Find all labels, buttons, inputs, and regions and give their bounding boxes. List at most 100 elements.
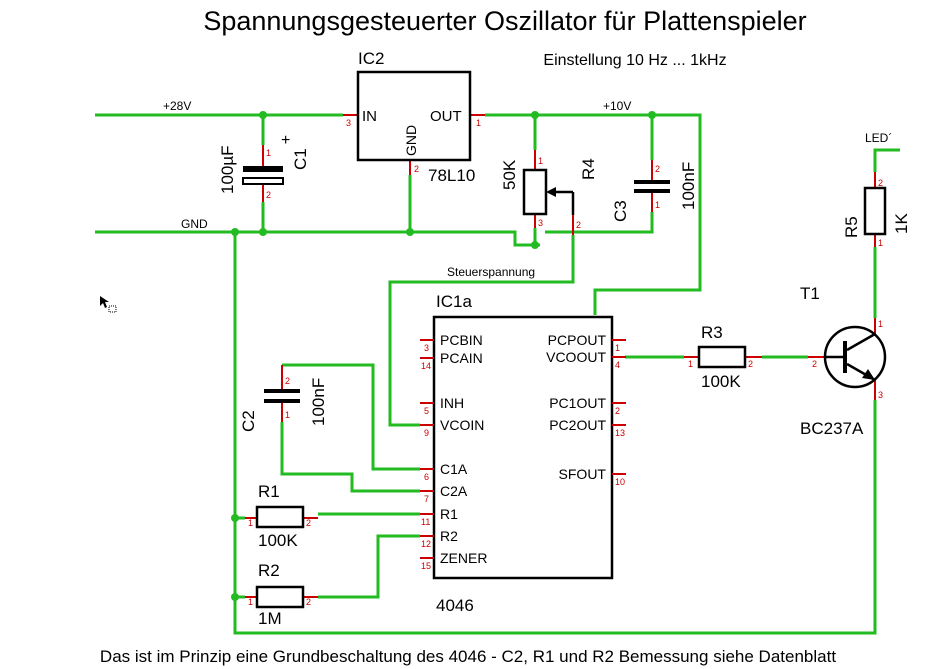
- ic1-pin-label: VCOIN: [440, 417, 484, 433]
- r5-pin-num: 2: [878, 178, 883, 188]
- c1-pin-num: 2: [266, 190, 271, 200]
- ic1-pin-num: 2: [615, 406, 620, 416]
- ic2-gnd-label: GND: [403, 125, 419, 156]
- ic1-pin-label: R1: [440, 506, 458, 522]
- junction: [231, 593, 239, 601]
- ic1-pin-num: 9: [424, 428, 429, 438]
- c3-plate: [634, 189, 670, 193]
- c3-capacitor: C3 100nF 2 1: [611, 160, 698, 222]
- r2-body: [255, 585, 305, 609]
- mouse-cursor-icon: [100, 296, 117, 313]
- t1-pin-num: 2: [812, 359, 817, 369]
- c1-plate: [243, 166, 283, 172]
- ic1-pin-pc2out: PC2OUT 13: [549, 417, 626, 438]
- c3-pin-num: 2: [655, 164, 660, 174]
- r3-pin-num: 1: [688, 359, 693, 369]
- r2-value: 1M: [258, 609, 282, 628]
- ic1-pin-num: 5: [424, 406, 429, 416]
- ic1-pin-sfout: SFOUT 10: [559, 466, 626, 487]
- r1-pin-num: 1: [248, 518, 253, 528]
- net-label-led: LED´: [865, 131, 892, 145]
- t1-ref: T1: [800, 284, 820, 303]
- wire-c3-bottom: [545, 212, 654, 234]
- r4-body: [522, 168, 548, 216]
- r1-value: 100K: [258, 531, 298, 550]
- ic1-pin-label: VCOOUT: [546, 349, 606, 365]
- ic1-pin-inh: INH 5: [420, 395, 464, 416]
- ic1-pin-c1a: C1A 6: [420, 461, 468, 482]
- ic1-pin-r2: R2 12: [420, 528, 458, 549]
- c3-pin-num: 1: [655, 200, 660, 210]
- c2-plate: [264, 399, 300, 403]
- footer-note: Das ist im Prinzip eine Grundbeschaltung…: [100, 647, 836, 666]
- ic2-regulator: IC2 IN OUT GND 78L10 3 1 2: [343, 49, 485, 185]
- junction: [231, 514, 239, 522]
- t1-transistor: T1 BC237A 2 1 3: [800, 284, 887, 438]
- ic1-pin-label: PCPOUT: [548, 332, 607, 348]
- ic1-pin-num: 6: [424, 472, 429, 482]
- c3-plate: [634, 180, 670, 184]
- c2-ref: C2: [239, 410, 258, 432]
- r3-ref: R3: [701, 323, 723, 342]
- ic1-pin-label: PC2OUT: [549, 417, 606, 433]
- ic2-type: 78L10: [428, 166, 475, 185]
- ic1-pin-num: 14: [421, 361, 431, 371]
- r4-pin-num: 1: [538, 156, 543, 166]
- r1-pin-num: 2: [306, 518, 311, 528]
- r1-ref: R1: [258, 482, 280, 501]
- t1-type: BC237A: [800, 419, 864, 438]
- wire-r2-right: [318, 534, 420, 599]
- r5-value: 1K: [892, 213, 911, 234]
- r3-pin-num: 2: [748, 359, 753, 369]
- ic1-pin-label: R2: [440, 528, 458, 544]
- wires: [95, 113, 900, 635]
- r5-ref: R5: [842, 216, 861, 238]
- r1-resistor: R1 100K 1 2: [245, 482, 318, 550]
- r3-body: [697, 345, 747, 369]
- ic1-pin-num: 7: [424, 494, 429, 504]
- ic1-pin-c2a: C2A 7: [420, 483, 468, 504]
- wire-10v: [485, 113, 702, 315]
- c2-capacitor: C2 100nF 2 1: [239, 365, 328, 432]
- ic2-in-label: IN: [362, 108, 377, 125]
- ic2-pin-num: 1: [476, 118, 481, 128]
- junction: [531, 241, 539, 249]
- c1-ref: C1: [291, 148, 310, 170]
- net-label-28v: +28V: [163, 99, 191, 113]
- wire-control-voltage: [388, 235, 575, 427]
- ic1-pin-label: PCAIN: [440, 350, 483, 366]
- junction: [406, 228, 414, 236]
- ic1-pin-label: ZENER: [440, 550, 487, 566]
- ic1-pin-vcoout: VCOOUT 4: [546, 349, 626, 370]
- schematic-subtitle: Einstellung 10 Hz ... 1kHz: [543, 52, 726, 69]
- c2-pin-num: 1: [285, 410, 290, 420]
- ic1-pin-label: C2A: [440, 483, 468, 499]
- ic1-4046: IC1a 4046 PCBIN 3 PCAIN 14 INH 5 VCOIN 9…: [420, 292, 626, 615]
- r4-pin-num: 3: [538, 218, 543, 228]
- r5-resistor: R5 1K 2 1: [842, 172, 911, 248]
- ic1-pin-label: PCBIN: [440, 332, 483, 348]
- junction: [648, 111, 656, 119]
- ic1-pin-label: INH: [440, 395, 464, 411]
- ic1-pin-num: 4: [615, 360, 620, 370]
- c2-pin-num: 2: [285, 376, 290, 386]
- ic1-pin-num: 13: [615, 428, 625, 438]
- ic1-pin-vcoin: VCOIN 9: [420, 417, 484, 438]
- ic1-pin-zener: ZENER 15: [420, 550, 487, 571]
- ic2-pin-num: 3: [346, 118, 351, 128]
- ic1-pin-pcbin: PCBIN 3: [420, 332, 483, 353]
- t1-pin-num: 1: [878, 319, 883, 329]
- junctions: [231, 111, 656, 601]
- t1-pin-num: 3: [878, 390, 883, 400]
- r5-body: [863, 186, 887, 236]
- wire-c2-bottom: [280, 422, 420, 493]
- ic1-pin-num: 1: [615, 343, 620, 353]
- ic1-pin-label: SFOUT: [559, 466, 607, 482]
- ic1-pin-num: 12: [421, 539, 431, 549]
- ic1-pin-num: 15: [421, 561, 431, 571]
- c1-value: 100µF: [218, 145, 237, 194]
- r1-body: [255, 505, 305, 529]
- ic1-pin-label: PC1OUT: [549, 395, 606, 411]
- ic1-pin-pcain: PCAIN 14: [420, 350, 483, 371]
- ic1-pin-num: 3: [424, 343, 429, 353]
